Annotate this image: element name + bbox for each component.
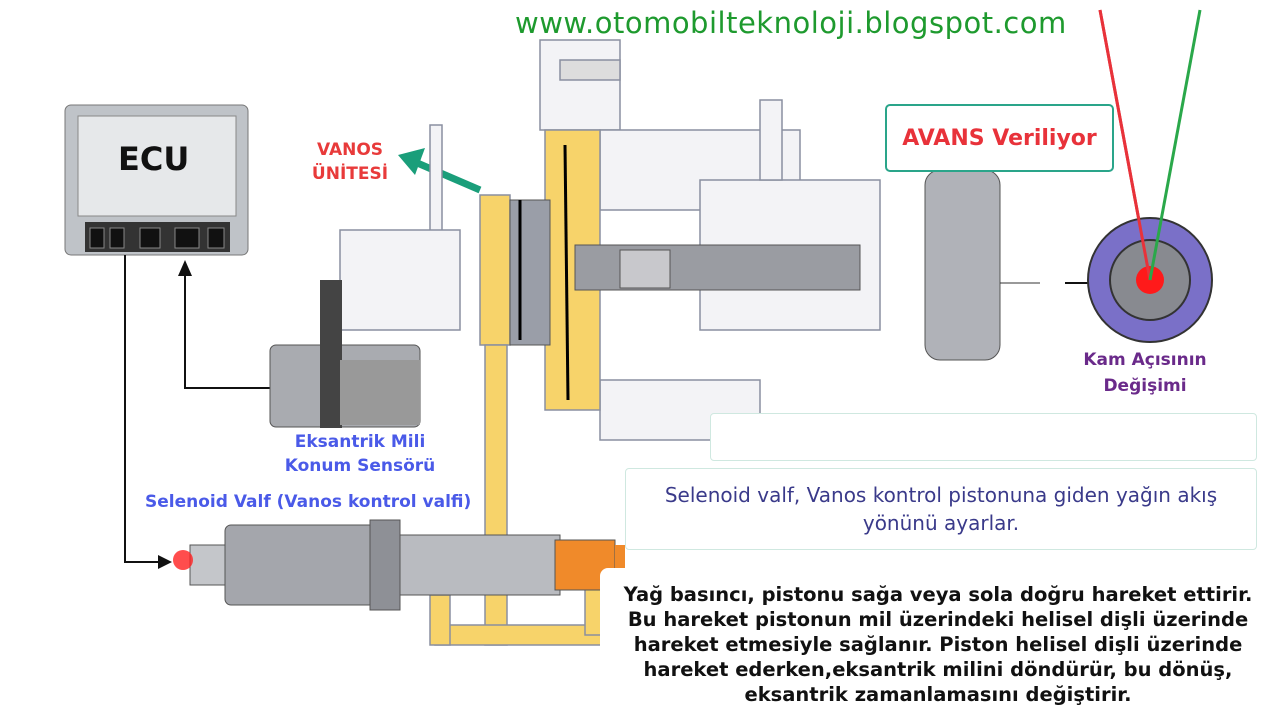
vanos-unit-label: VANOS ÜNİTESİ (300, 138, 400, 186)
empty-caption-box (710, 413, 1257, 461)
vanos-arrow-head (398, 148, 425, 175)
vanos-line1: VANOS (316, 140, 384, 160)
solenoid-note: Selenoid valf, Vanos kontrol pistonuna g… (625, 468, 1257, 550)
sensor-wire (184, 265, 270, 389)
vanos-line2: ÜNİTESİ (311, 164, 389, 184)
cam-diagram (1087, 9, 1213, 343)
ecu-label: ECU (118, 140, 190, 178)
ecu-unit (64, 104, 249, 256)
kam-line1: Kam Açısının (1083, 350, 1207, 370)
sensor-line1: Eksantrik Mili (294, 432, 426, 452)
note2-text: Yağ basıncı, pistonu sağa veya sola doğr… (623, 582, 1253, 706)
advance-status-box: AVANS Veriliyor (885, 104, 1114, 172)
signal-wire (124, 255, 170, 563)
sensor-label: Eksantrik Mili Konum Sensörü (260, 430, 460, 478)
solenoid-valve (173, 519, 625, 611)
kam-line2: Değişimi (1103, 376, 1187, 396)
site-url[interactable]: www.otomobilteknoloji.blogspot.com (515, 6, 1067, 40)
oil-pressure-note: Yağ basıncı, pistonu sağa veya sola doğr… (600, 568, 1276, 720)
cam-angle-label: Kam Açısının Değişimi (1075, 347, 1215, 399)
sensor-line2: Konum Sensörü (284, 456, 436, 476)
camshaft (574, 244, 861, 291)
solenoid-label: Selenoid Valf (Vanos kontrol valfi) (145, 492, 472, 512)
note1-text: Selenoid valf, Vanos kontrol pistonuna g… (664, 483, 1218, 535)
